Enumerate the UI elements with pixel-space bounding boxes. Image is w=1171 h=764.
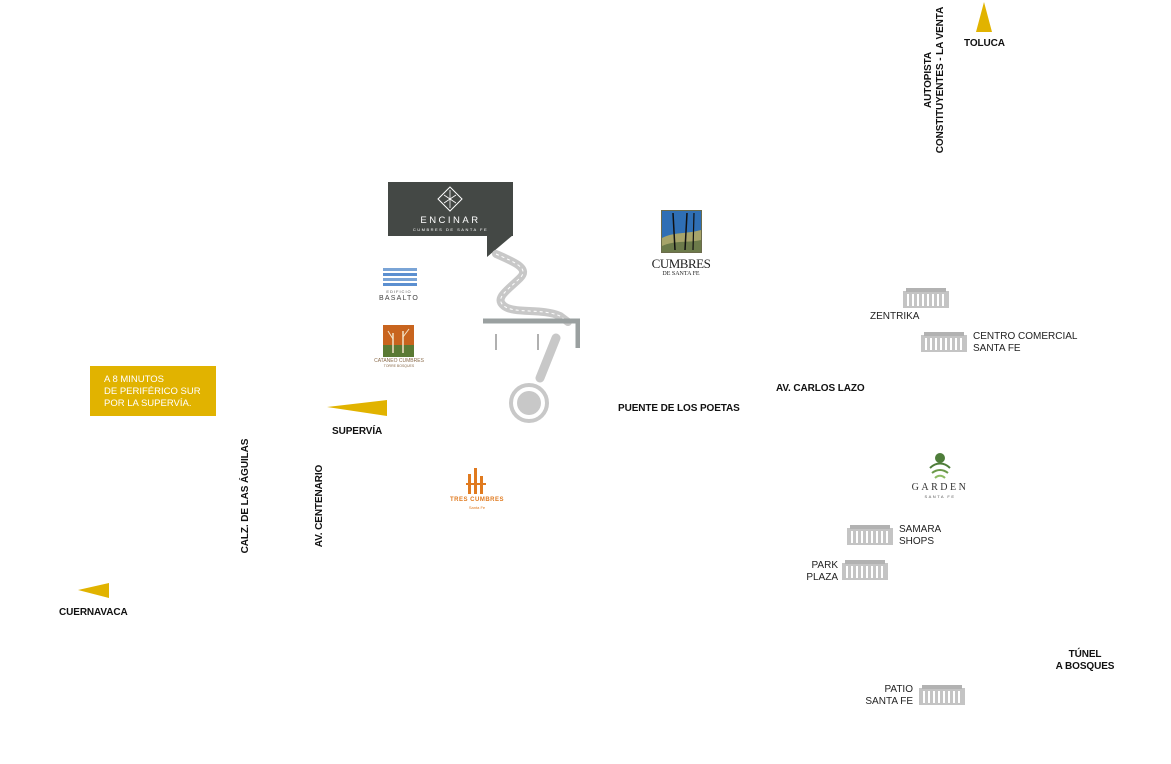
supervia-arrow-icon — [327, 400, 387, 416]
samara-label: SAMARA SHOPS — [899, 524, 942, 547]
zentrika-building-icon[interactable] — [903, 288, 950, 309]
garden-tagline: SANTA FE — [924, 494, 956, 499]
garden-logo-icon — [929, 453, 951, 479]
tres-cumbres-logo-icon — [466, 468, 486, 494]
tres-cumbres-tagline: Santa Fe — [468, 505, 486, 510]
centro-comercial-label: CENTRO COMERCIAL SANTA FE — [973, 331, 1078, 354]
autopista-label: AUTOPISTA CONSTITUYENTES - LA VENTA — [923, 6, 946, 154]
patio-label: PATIO SANTA FE — [865, 684, 913, 707]
cataneo-logo-icon — [383, 325, 414, 357]
av-centenario-label: AV. CENTENARIO — [314, 464, 325, 548]
tres-cumbres-name: TRES CUMBRES — [449, 497, 504, 503]
basalto-name: BASALTO — [378, 295, 420, 302]
cataneo-name: CATANEO CUMBRES — [374, 358, 424, 364]
garden-name: GARDEN — [911, 482, 969, 493]
cumbres-logo-icon — [661, 210, 702, 253]
samara-building-icon[interactable] — [847, 525, 894, 546]
park-plaza-label: PARK PLAZA — [806, 560, 838, 583]
park-plaza-building-icon[interactable] — [842, 560, 889, 581]
zentrika-label: ZENTRIKA — [870, 311, 920, 322]
encinar-tagline: CUMBRES DE SANTA FE — [412, 227, 489, 232]
cuernavaca-label: CUERNAVACA — [59, 607, 128, 618]
route-illustration — [483, 250, 580, 423]
encinar-marker[interactable]: ENCINAR CUMBRES DE SANTA FE — [388, 182, 513, 236]
cuernavaca-arrow-icon — [78, 583, 109, 598]
av-carlos-lazo-label: AV. CARLOS LAZO — [776, 383, 865, 394]
supervia-label: SUPERVÍA — [332, 426, 383, 437]
puente-poetas-label: PUENTE DE LOS POETAS — [618, 403, 740, 414]
cataneo-tagline: TORRE BOSQUES — [383, 364, 415, 368]
cumbres-logo[interactable]: CUMBRES DE SANTA FE — [650, 210, 712, 282]
garden-logo[interactable]: GARDEN SANTA FE — [910, 452, 970, 502]
centro-comercial-building-icon[interactable] — [921, 332, 968, 353]
basalto-logo-icon — [383, 268, 417, 286]
calz-aguilas-label: CALZ. DE LAS ÁGUILAS — [240, 438, 251, 554]
cataneo-logo[interactable]: CATANEO CUMBRES TORRE BOSQUES — [368, 324, 430, 370]
encinar-logo-icon — [437, 186, 463, 212]
tunel-label: TÚNEL A BOSQUES — [1055, 649, 1115, 672]
toluca-label: TOLUCA — [964, 38, 1005, 49]
basalto-pre: EDIFICIO — [386, 289, 412, 294]
toluca-arrow-icon — [976, 2, 992, 32]
supervia-note: A 8 MINUTOS DE PERIFÉRICO SUR POR LA SUP… — [90, 366, 216, 416]
tres-cumbres-logo[interactable]: TRES CUMBRES Santa Fe — [445, 466, 509, 512]
basalto-logo[interactable]: EDIFICIO BASALTO — [370, 268, 428, 304]
encinar-name: ENCINAR — [420, 215, 481, 226]
cumbres-name: CUMBRES — [651, 256, 711, 271]
patio-building-icon[interactable] — [919, 685, 966, 706]
cumbres-tagline: DE SANTA FE — [662, 271, 700, 277]
